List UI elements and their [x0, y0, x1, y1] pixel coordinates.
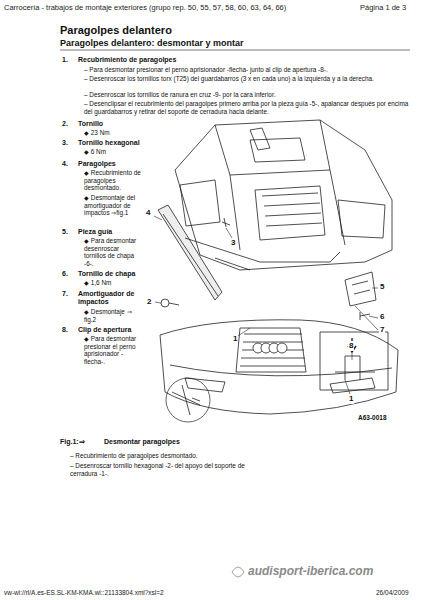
page-header: Carrocería - trabajos de montaje exterio…: [4, 3, 344, 12]
note: ◆ Desmontaje del amortiguador de impacto…: [84, 194, 142, 217]
screw-shaft: [169, 303, 179, 305]
rule: [60, 50, 410, 51]
callout-number: 6: [379, 312, 385, 322]
callout-number: 7: [379, 325, 385, 335]
item-number: 3.: [62, 139, 76, 147]
item-number: 4.: [62, 160, 76, 168]
note: ◆ Desmontaje ⇒ fig.2: [84, 308, 142, 323]
item-number: 5.: [62, 228, 76, 236]
detail-box: [320, 332, 388, 390]
callout-number: 1: [348, 394, 354, 404]
note: ◆ Recubrimiento de paragolpes desmontado…: [84, 169, 142, 192]
page-number: Página 1 de 3: [360, 3, 420, 12]
figure-title: Desmontar paragolpes: [104, 438, 224, 446]
callout-number: 5: [379, 282, 385, 292]
instruction: – Para desmontar presionar el perno apri…: [84, 66, 414, 74]
instruction: – Recubrimiento de paragolpes desmontado…: [70, 452, 400, 460]
spec: ◆ 23 Nm: [84, 129, 144, 137]
item-number: 6.: [62, 270, 76, 278]
spec: ◆ 1,6 Nm: [84, 279, 142, 287]
item-number: 2.: [62, 120, 76, 128]
source-url: vw-wi://rl/A.es-ES.SL-KM-KMA.wi::2113380…: [4, 589, 264, 597]
bumper-beam: [158, 205, 340, 300]
item-name: Tornillo hexagonal: [78, 139, 198, 147]
item-name: Paragolpes: [78, 160, 138, 168]
note: ◆ Para desmontar presionar el perno apri…: [84, 335, 142, 366]
watermark: audisport-iberica.com: [248, 564, 418, 578]
figure-ref: Fig.1:⇒: [60, 438, 100, 446]
detail-part: [172, 385, 200, 415]
item-number: 7.: [62, 290, 76, 298]
figure-code: A63-0018: [358, 414, 387, 422]
watermark-logo: [232, 567, 244, 577]
instruction: – Desenclipsar el recubrimiento del para…: [84, 100, 414, 115]
clip: [335, 356, 375, 380]
spec: ◆ 6 Nm: [84, 148, 144, 156]
hex-screw: [222, 218, 230, 227]
callout-number: 4: [145, 208, 151, 218]
item-number: 8.: [62, 326, 76, 334]
guide-piece: [345, 272, 376, 306]
item-name: Pieza guía: [78, 228, 138, 236]
screw: [161, 299, 169, 307]
callout-number: 8: [348, 341, 354, 351]
leader-lines: [154, 216, 378, 394]
note: ◆ Para desmontar desenroscar tornillos d…: [84, 237, 142, 268]
item-number: 1.: [62, 56, 76, 64]
item-name: Clip de apertura: [78, 326, 140, 334]
item-name: Recubrimiento de paragolpes: [78, 56, 378, 64]
callout-number: 2: [146, 297, 152, 307]
subtitle: Paragolpes delantero: desmontar y montar: [60, 38, 390, 49]
detail-circle: [166, 378, 210, 422]
item-name: Tornillo: [78, 120, 198, 128]
callout-number: 3: [230, 238, 236, 248]
instruction: – Desenroscar los tornillos de ranura en…: [84, 91, 414, 99]
arrow: [348, 338, 356, 352]
page-title: Paragolpes delantero: [60, 24, 172, 37]
callout-number: 1: [232, 334, 238, 344]
item-name: Tornillo de chapa: [78, 270, 140, 278]
bracket: [250, 128, 270, 150]
instruction: – Desenroscar los tornillos torx (T25) d…: [84, 75, 414, 83]
instruction: – Desenroscar tornillo hexagonal -2- del…: [70, 462, 270, 477]
item-name: Amortiguador de impactos: [78, 290, 140, 307]
car-body: [175, 120, 392, 270]
bumper-cover: [160, 320, 398, 414]
date: 26/04/2009: [376, 589, 420, 597]
